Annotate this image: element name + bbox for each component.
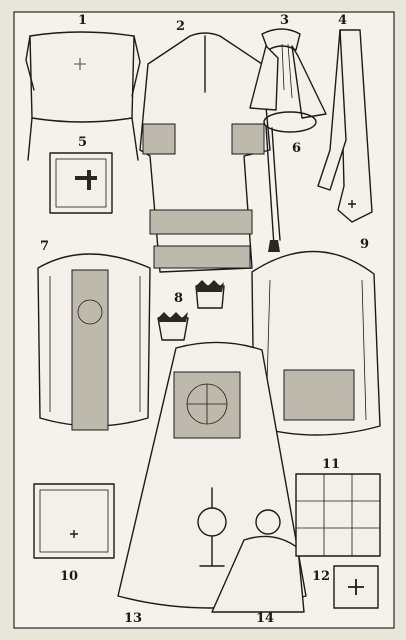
figure-number-9: 9 — [360, 237, 369, 252]
figure-number-12: 12 — [312, 569, 330, 584]
figure-number-6: 6 — [292, 141, 301, 156]
figure-number-10: 10 — [60, 569, 78, 584]
figure-number-14: 14 — [256, 611, 274, 626]
corporal-icon — [33, 483, 115, 559]
burse-icon — [49, 152, 113, 214]
cincture-icon — [263, 111, 317, 252]
pall-icon — [295, 473, 381, 557]
figure-number-1: 1 — [78, 13, 87, 28]
figure-number-8: 8 — [174, 291, 183, 306]
chasuble-roman-icon — [37, 253, 151, 431]
maniple-icon — [249, 28, 327, 119]
figure-number-2: 2 — [176, 19, 185, 34]
chasuble-gothic-icon — [251, 250, 381, 436]
priest-monstrance-icon — [197, 487, 305, 613]
figure-number-7: 7 — [40, 239, 49, 254]
amice-icon — [25, 31, 141, 161]
alb-icon — [139, 32, 271, 273]
figure-number-3: 3 — [280, 13, 289, 28]
figure-number-11: 11 — [322, 457, 340, 472]
figure-number-4: 4 — [338, 13, 347, 28]
stole-icon — [317, 29, 373, 223]
figure-number-13: 13 — [124, 611, 142, 626]
figure-number-5: 5 — [78, 135, 87, 150]
pall-small-icon — [333, 565, 379, 609]
biretta-icon — [157, 280, 225, 341]
